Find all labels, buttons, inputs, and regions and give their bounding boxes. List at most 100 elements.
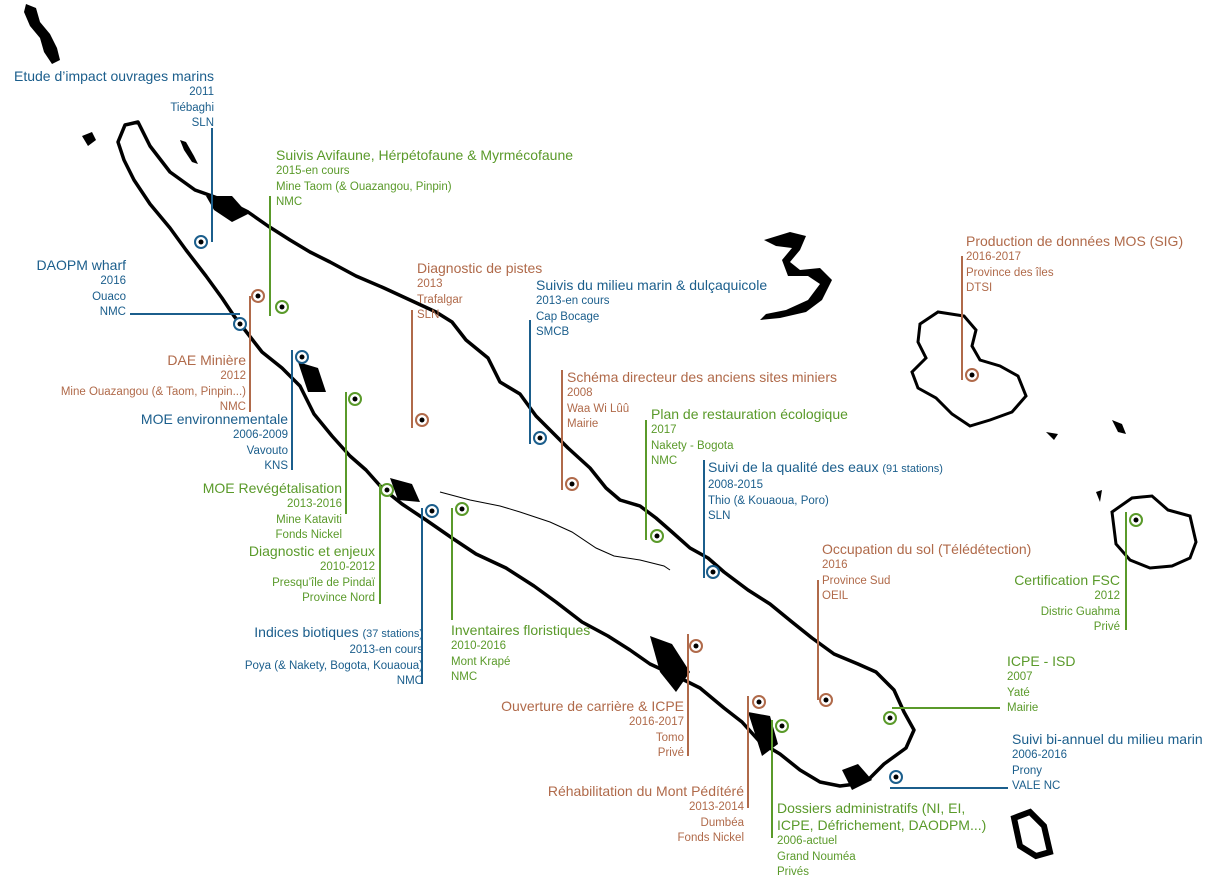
island-small-loyalty — [1112, 420, 1126, 434]
line: Ouaco — [92, 290, 126, 303]
line: Poya (& Nakety, Bogota, Kouaoua) — [244, 659, 423, 672]
label-occupation-sol: Occupation du sol (Télédétection) 2016 P… — [822, 541, 1031, 605]
island-tiga — [1046, 432, 1058, 440]
line: SMCB — [536, 326, 570, 338]
line: SLN — [417, 309, 440, 321]
island-small-north — [82, 132, 96, 146]
title: Etude d’impact ouvrages marins — [14, 68, 214, 84]
site-marker-dot — [255, 293, 261, 299]
line: Vavouto — [246, 444, 288, 457]
label-inventaires-floristiques: Inventaires floristiques 2010-2016 Mont … — [451, 622, 590, 686]
line: 2011 — [189, 86, 214, 98]
title: Suivi de la qualité des eaux — [708, 459, 879, 475]
title: Diagnostic de pistes — [417, 260, 543, 276]
line: KNS — [264, 460, 288, 472]
coast-blotch-1 — [206, 196, 248, 222]
island-ile-des-pins — [1010, 808, 1054, 860]
title-row: Suivi de la qualité des eaux (91 station… — [708, 459, 943, 478]
line: 2017 — [651, 424, 677, 436]
line: 2006-2016 — [1012, 749, 1067, 761]
line: Tomo — [655, 731, 684, 744]
island-belep — [24, 4, 60, 64]
line: Privé — [1093, 621, 1120, 633]
site-marker-dot — [710, 569, 716, 575]
label-daopm-wharf: DAOPM wharf 2016 Ouaco NMC — [0, 257, 126, 321]
line: 2015-en cours — [276, 165, 350, 177]
grande-terre — [116, 120, 916, 788]
line: Yaté — [1007, 686, 1030, 699]
site-marker-dot — [237, 321, 243, 327]
line: Trafalgar — [417, 293, 463, 306]
label-moe-revegetalisation: MOE Revégétalisation 2013-2016 Mine Kata… — [0, 480, 342, 544]
line: Privé — [657, 747, 684, 759]
site-marker-dot — [1133, 517, 1139, 523]
line: VALE NC — [1012, 780, 1061, 792]
line: Mairie — [567, 418, 599, 430]
line: SLN — [191, 117, 214, 129]
line: 2006-actuel — [777, 835, 838, 847]
title: Suivis du milieu marin & dulçaquicole — [536, 277, 768, 293]
site-marker-dot — [419, 417, 425, 423]
line: 2016 — [822, 559, 848, 571]
label-indices-biotiques: Indices biotiques (37 stations) 2013-en … — [0, 624, 423, 690]
line: Province Nord — [302, 592, 375, 604]
title: Suivis Avifaune, Hérpétofaune & Myrmécof… — [276, 147, 574, 163]
line: Province des îles — [966, 266, 1054, 279]
line: Thio (& Kouaoua, Poro) — [708, 494, 829, 507]
line: SLN — [708, 510, 731, 522]
site-marker-dot — [654, 533, 660, 539]
line: NMC — [276, 196, 303, 208]
label-rehabilitation: Réhabilitation du Mont Pédítéré 2013-201… — [460, 783, 744, 847]
title: Inventaires floristiques — [451, 622, 591, 638]
title: Réhabilitation du Mont Pédítéré — [547, 783, 744, 799]
title: Diagnostic et enjeux — [248, 543, 375, 559]
line: Mine Taom (& Ouazangou, Pinpin) — [276, 180, 452, 193]
coast-blotch-2 — [298, 362, 326, 392]
label-suivi-bi-annuel: Suivi bi-annuel du milieu marin 2006-201… — [1012, 731, 1203, 795]
site-marker-dot — [429, 508, 435, 514]
site-marker-dot — [693, 643, 699, 649]
line: Fonds Nickel — [275, 529, 342, 541]
title: ICPE - ISD — [1007, 653, 1076, 669]
label-suivi-qualite-eaux: Suivi de la qualité des eaux (91 station… — [708, 459, 943, 525]
line: OEIL — [822, 590, 849, 602]
title: MOE Revégétalisation — [202, 480, 342, 496]
label-production-mos: Production de données MOS (SIG) 2016-201… — [966, 233, 1183, 297]
line: NMC — [451, 671, 478, 683]
line: NMC — [99, 306, 126, 318]
line: 2013-en cours — [349, 644, 423, 656]
line: NMC — [219, 401, 246, 413]
line: Nakety - Bogota — [651, 439, 734, 452]
site-marker-dot — [279, 304, 285, 310]
site-marker-dot — [459, 506, 465, 512]
site-marker-dot — [823, 697, 829, 703]
title: Certification FSC — [1014, 572, 1120, 588]
title-row: Indices biotiques (37 stations) — [0, 624, 423, 643]
site-marker-dot — [893, 774, 899, 780]
label-etude-impact: Etude d’impact ouvrages marins 2011 Tiéb… — [0, 68, 214, 132]
line: 2013-2014 — [689, 801, 744, 813]
line: NMC — [651, 455, 678, 467]
title-line-2: ICPE, Défrichement, DAODPM...) — [777, 817, 987, 833]
line: 2016-2017 — [629, 716, 684, 728]
title: Schéma directeur des anciens sites minie… — [567, 369, 838, 385]
title: Dossiers administratifs (NI, EI, — [777, 800, 966, 816]
label-moe-environnementale: MOE environnementale 2006-2009 Vavouto K… — [0, 411, 288, 475]
interior-line — [439, 491, 671, 571]
title: Plan de restauration écologique — [651, 406, 848, 422]
line: 2010-2012 — [320, 561, 375, 573]
island-mare — [1110, 494, 1198, 570]
line: Mairie — [1007, 702, 1039, 714]
site-marker-dot — [779, 723, 785, 729]
title: DAE Minière — [167, 352, 246, 368]
label-dossiers-administratifs: Dossiers administratifs (NI, EI, ICPE, D… — [777, 800, 986, 881]
line: Grand Nouméa — [777, 850, 856, 863]
title: Occupation du sol (Télédétection) — [822, 541, 1032, 557]
title: Ouverture de carrière & ICPE — [501, 698, 684, 714]
title: MOE environnementale — [140, 411, 288, 427]
site-marker-dot — [299, 354, 305, 360]
line: Mine Ouazangou (& Taom, Pinpin...) — [60, 385, 246, 398]
label-ouverture-carriere: Ouverture de carrière & ICPE 2016-2017 T… — [440, 698, 684, 762]
island-balabio — [180, 140, 198, 164]
line: 2012 — [1094, 590, 1120, 602]
